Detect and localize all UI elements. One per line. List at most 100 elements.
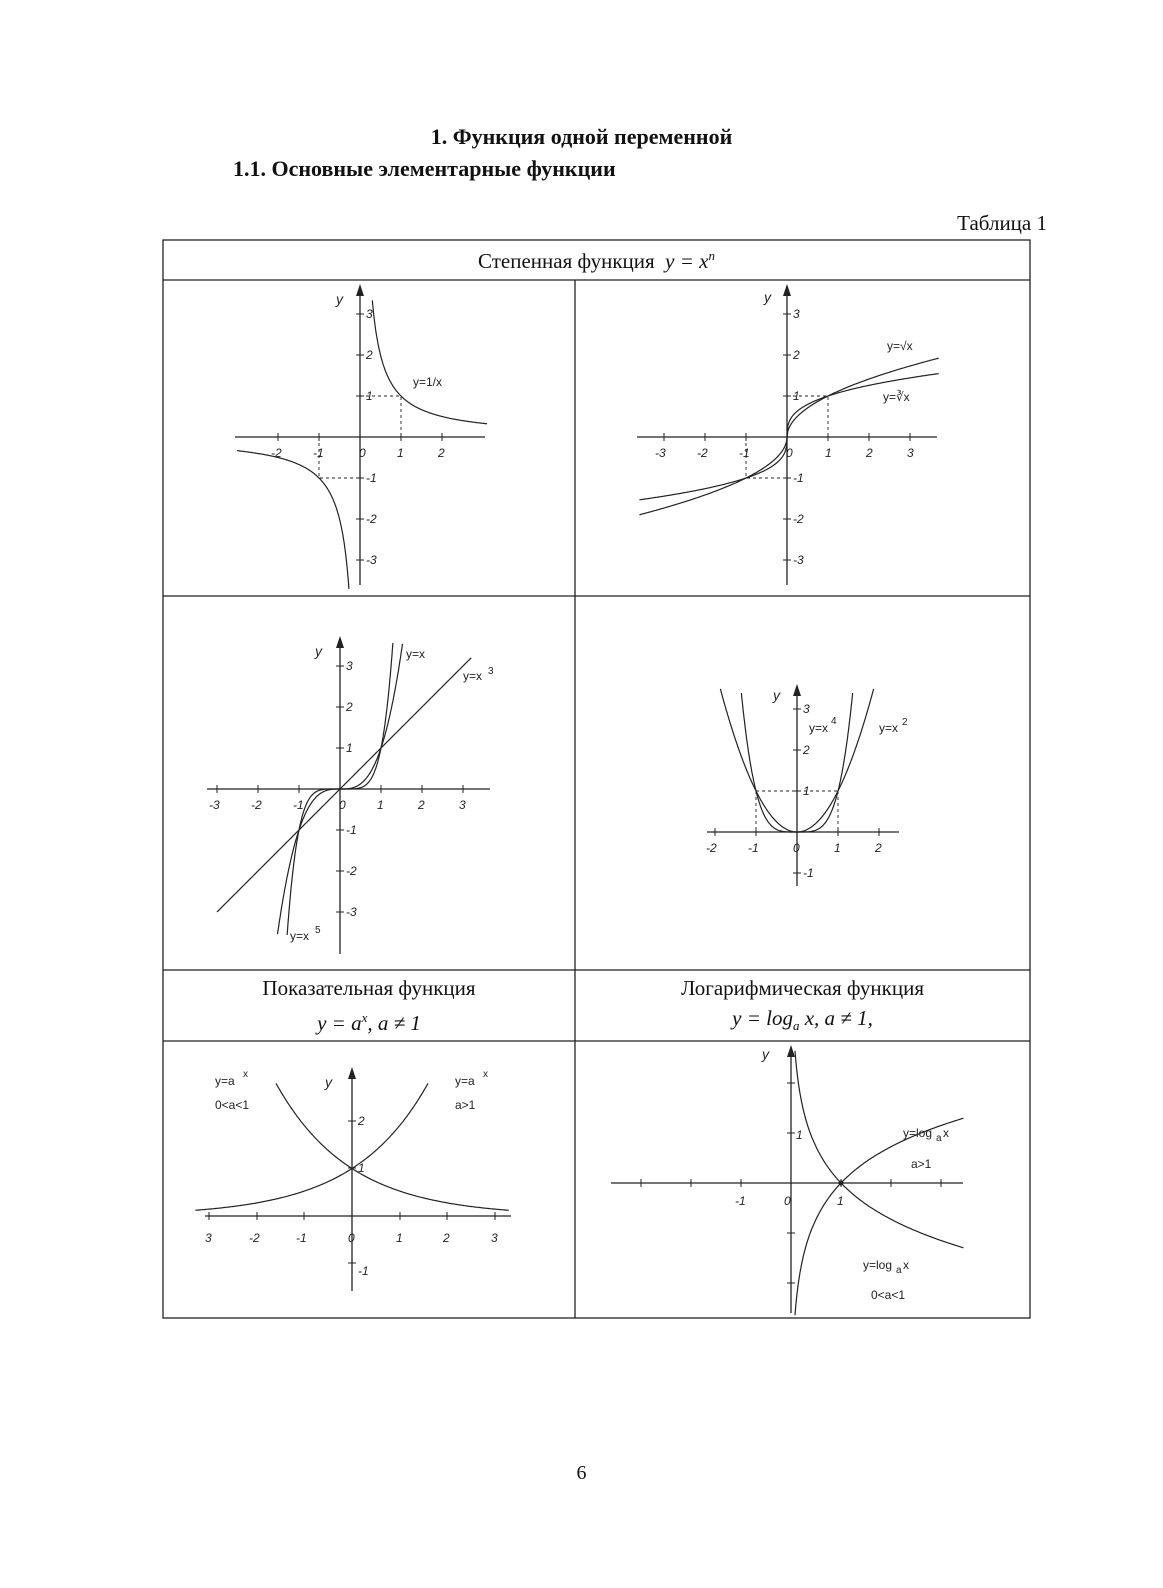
y-tick-label: -3 [793,553,804,567]
label-x4-exp: 4 [831,716,837,727]
series-label-sqrt: y=√x [887,339,913,353]
label-x2-exp: 2 [902,717,908,728]
tick-marks [640,1082,942,1284]
y-tick-label: 1 [793,389,800,403]
x-tick-label: 1 [377,798,384,812]
x-tick-label: -2 [706,841,717,855]
y-axis-arrow [793,684,801,696]
y-tick-label: 2 [792,348,800,362]
chart-exponential: y 3 -2 -1 0 1 2 3 2 1 -1 y=a x 0<a<1 y=a… [195,1067,511,1291]
x-tick-label: -1 [313,446,324,460]
power-function-header: Степенная функция y = xn [163,248,1030,274]
x-tick-label: 3 [907,446,914,460]
table-label: Таблица 1 [957,211,1047,235]
series-label-reciprocal: y=1/x [413,375,442,389]
label-log-down-base: a [896,1265,902,1276]
curve-exp-decreasing [275,1083,509,1211]
y-axis-arrow [783,284,791,296]
label-exp-right: y=a [455,1074,475,1088]
curve-x5 [286,642,394,936]
x-tick-label: 2 [874,841,882,855]
axes [235,288,485,585]
guide-lines [318,395,402,479]
y-tick-label: 3 [793,307,800,321]
power-function-formula: y = x [665,249,709,273]
y-axis-label: y [761,1046,770,1062]
x-tick-label: -2 [697,446,708,460]
x-tick-label: 2 [865,446,873,460]
y-tick-label: -1 [346,823,357,837]
curve-x [216,657,472,913]
label-log-down: y=log [863,1258,892,1272]
y-tick-label: -1 [803,866,814,880]
y-tick-label: -1 [366,471,377,485]
x-tick-label: -1 [739,446,750,460]
label-exp-left-exp: x [243,1069,248,1080]
label-x3-exp: 3 [488,666,494,677]
y-tick-label: -3 [366,553,377,567]
log-function-rest: x, a ≠ 1, [799,1006,873,1030]
x-tick-label: -3 [209,798,220,812]
y-tick-label: 3 [803,702,810,716]
y-tick-label: 2 [365,348,373,362]
chart-odd-powers: y -3 -2 -1 0 1 2 3 3 2 1 -1 -2 -3 y=x y=… [207,636,494,954]
x-tick-label: 0 [359,446,366,460]
y-axis-arrow [348,1067,356,1079]
x-tick-label: 3 [491,1231,498,1245]
x-tick-label: -2 [271,446,282,460]
y-tick-label: 2 [802,743,810,757]
page-number: 6 [576,1462,587,1484]
label-x2: y=x [879,721,898,735]
y-tick-label: -2 [793,512,804,526]
x-tick-label: -1 [735,1194,746,1208]
x-tick-label: 2 [417,798,425,812]
label-log-down-x: x [903,1258,909,1272]
curve-cbrt [639,373,939,501]
y-axis-label: y [324,1074,333,1090]
y-axis-label: y [763,289,772,305]
x-tick-label: 0 [786,446,793,460]
x-tick-label: 0 [784,1194,791,1208]
label-exp-right-cond: a>1 [455,1098,476,1112]
chapter-title: 1. Функция одной переменной [430,124,733,149]
label-x5-exp: 5 [315,925,321,936]
x-tick-label: -1 [296,1231,307,1245]
x-tick-label: 1 [825,446,832,460]
curve-x4 [740,692,854,833]
label-exp-right-exp: x [483,1069,488,1080]
label-exp-left-cond: 0<a<1 [215,1098,249,1112]
guide-lines [755,790,839,832]
y-tick-label: -3 [346,905,357,919]
log-function-title: Логарифмическая функция [680,976,925,1000]
label-x5: y=x [290,929,309,943]
label-log-up-cond: a>1 [911,1157,932,1171]
axes [205,1071,511,1291]
x-tick-label: 2 [437,446,445,460]
axes [611,1049,963,1313]
y-tick-label: 1 [346,741,353,755]
x-tick-label: -2 [251,798,262,812]
series-label-cbrt: y=∛x [883,390,910,404]
guide-lines [745,395,829,479]
x-tick-label: 1 [834,841,841,855]
y-tick-label: 3 [366,307,373,321]
y-tick-label: 3 [346,659,353,673]
y-axis-label: y [772,687,781,703]
x-tick-label: -2 [249,1231,260,1245]
x-tick-label: 1 [837,1194,844,1208]
curve-log-decreasing [794,1050,964,1249]
power-function-title: Степенная функция [478,249,655,273]
chart-even-powers: y -2 -1 0 1 2 3 2 1 -1 y=x 4 y=x 2 [706,684,908,886]
exp-function-condition: , a ≠ 1 [367,1011,421,1035]
curve-exp-increasing [195,1083,429,1211]
label-log-up-x: x [943,1126,949,1140]
curve-reciprocal-negative [237,450,350,589]
label-x4: y=x [809,721,828,735]
label-log-up-base: a [936,1133,942,1144]
y-tick-label: -1 [793,471,804,485]
exp-function-formula: y = a [317,1011,362,1035]
y-axis-arrow [787,1045,795,1057]
log-function-header: Логарифмическая функция y = loga x, a ≠ … [575,973,1030,1041]
section-title: 1.1. Основные элементарные функции [233,156,616,181]
label-log-up: y=log [903,1126,932,1140]
